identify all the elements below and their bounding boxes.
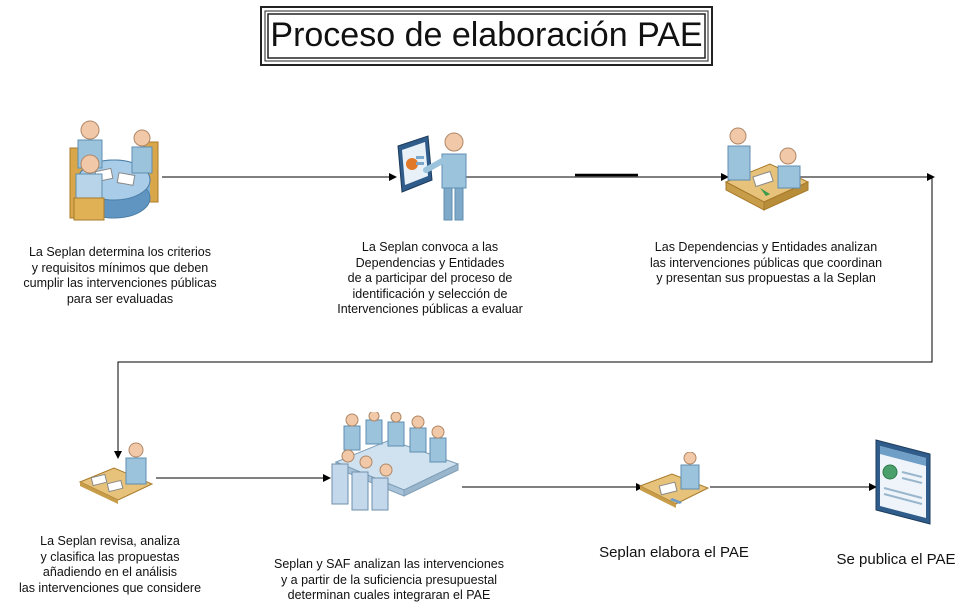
step6-caption: Seplan elabora el PAE — [599, 544, 749, 561]
step1-caption: La Seplan determina los criterios y requ… — [23, 245, 217, 306]
presenter-icon — [397, 132, 467, 221]
person-desk-icon — [78, 442, 154, 504]
person-desk-writing-icon — [638, 452, 710, 508]
step2-caption: La Seplan convoca a las Dependencias y E… — [337, 240, 523, 316]
step4-caption: La Seplan revisa, analiza y clasifica la… — [18, 534, 202, 595]
step7-caption: Se publica el PAE — [836, 551, 956, 568]
title-frame — [260, 6, 713, 66]
web-page-icon — [875, 439, 931, 525]
two-people-desk-icon — [724, 127, 810, 211]
meeting-table-icon — [69, 120, 159, 221]
step3-caption: Las Dependencias y Entidades analizan la… — [649, 240, 883, 285]
page-title: Proceso de elaboración PAE — [270, 16, 703, 54]
title-box: Proceso de elaboración PAE — [260, 6, 713, 66]
conference-group-icon — [331, 412, 460, 511]
step5-caption: Seplan y SAF analizan las intervenciones… — [274, 557, 504, 602]
arrow-return-path — [114, 177, 933, 459]
